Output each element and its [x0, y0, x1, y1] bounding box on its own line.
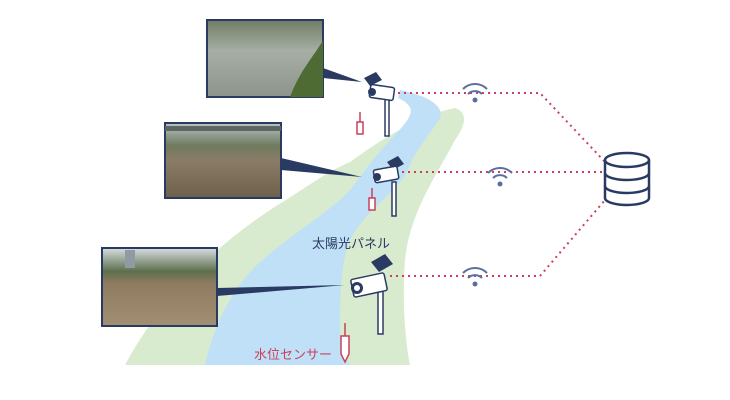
water-level-sensor-icon — [340, 323, 350, 364]
solar-panel-label: 太陽光パネル — [312, 237, 391, 252]
database-icon — [603, 151, 651, 207]
river — [205, 90, 441, 365]
wifi-icon — [462, 83, 488, 103]
camera-icon — [350, 272, 388, 298]
water-level-sensor-label: 水位センサー — [254, 348, 333, 363]
flood-photo-upstream — [206, 19, 362, 98]
wifi-icon — [487, 167, 513, 187]
network-links — [390, 92, 606, 277]
camera-station-2 — [368, 156, 404, 217]
solar-panel-icon — [371, 254, 393, 272]
camera-station-3 — [340, 254, 393, 364]
wifi-icon — [462, 267, 488, 287]
camera-station-1 — [356, 72, 396, 137]
flood-photo-midstream — [164, 122, 362, 199]
water-level-sensor-icon — [356, 112, 364, 135]
camera-icon — [368, 83, 396, 102]
flood-photo-downstream — [101, 247, 345, 327]
camera-icon — [372, 165, 400, 184]
water-level-sensor-icon — [368, 188, 376, 211]
solar-panel-icon — [364, 72, 382, 86]
